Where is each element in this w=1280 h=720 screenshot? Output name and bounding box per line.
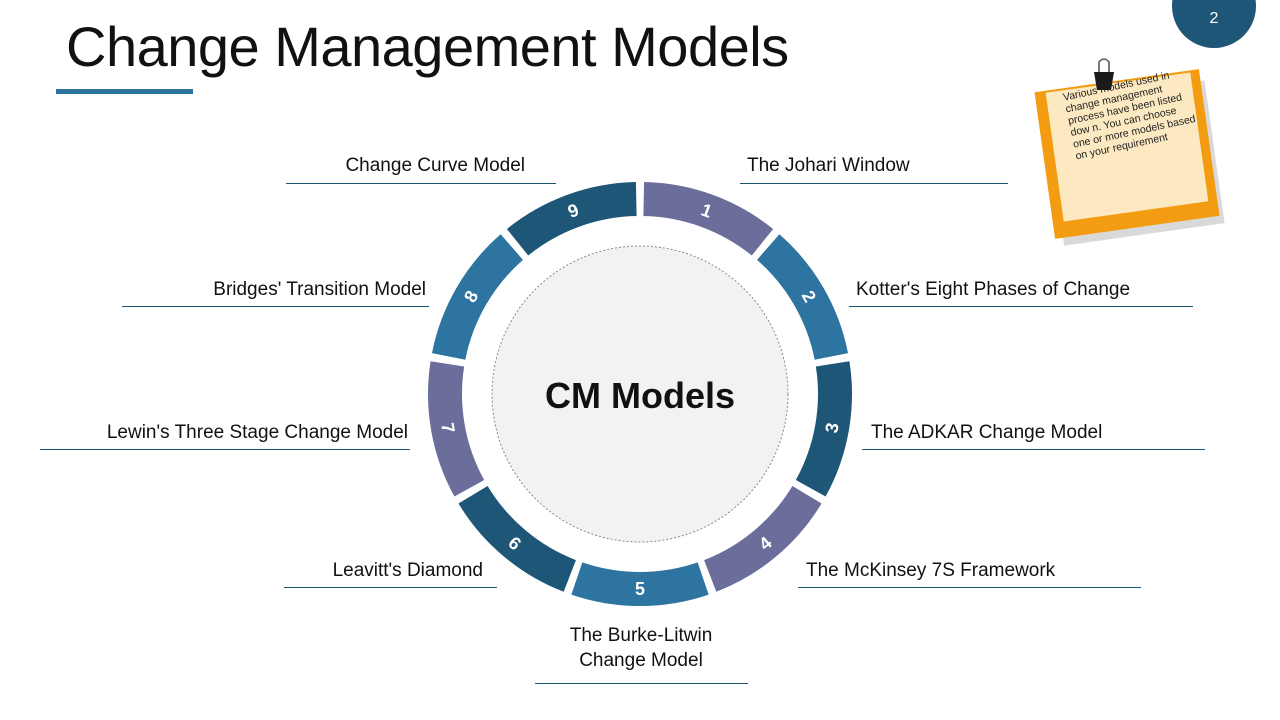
label-segment-8: Bridges' Transition Model	[213, 279, 426, 300]
rule-segment-6	[284, 587, 497, 588]
ring-segment-3	[795, 361, 852, 497]
ring-segment-7	[428, 361, 485, 497]
ring-segment-4	[704, 485, 822, 592]
binder-clip-icon	[1094, 58, 1114, 90]
label-segment-5-line1: The Burke-Litwin	[569, 625, 713, 646]
ring-segment-1	[643, 182, 774, 256]
label-segment-2: Kotter's Eight Phases of Change	[856, 279, 1131, 300]
center-circle	[491, 245, 789, 543]
ring-segment-5	[571, 562, 709, 606]
label-segment-1: The Johari Window	[747, 155, 910, 176]
label-segment-7: Lewin's Three Stage Change Model	[106, 422, 408, 443]
rule-segment-5	[535, 683, 748, 684]
rule-segment-4	[798, 587, 1141, 588]
ring-segment-2	[757, 234, 849, 360]
center-label: CM Models	[545, 375, 735, 416]
title-underline	[56, 89, 193, 94]
rule-segment-3	[862, 449, 1205, 450]
label-segment-9: Change Curve Model	[345, 155, 525, 176]
page-number: 2	[1209, 10, 1219, 27]
rule-segment-8	[122, 306, 429, 307]
label-segment-5-line2: Change Model	[579, 650, 703, 671]
rule-segment-9	[286, 183, 556, 184]
rule-segment-2	[849, 306, 1193, 307]
segment-number-5: 5	[635, 579, 645, 599]
ring-segment-6	[458, 485, 576, 592]
segment-number-7: 7	[437, 421, 458, 434]
label-segment-3: The ADKAR Change Model	[871, 422, 1103, 443]
sticky-note: Various models used in change management…	[1028, 56, 1228, 256]
ring-segment-8	[431, 234, 523, 360]
label-segment-4: The McKinsey 7S Framework	[806, 560, 1056, 581]
label-segment-6: Leavitt's Diamond	[332, 560, 483, 581]
page-title: Change Management Models	[66, 15, 789, 78]
segment-number-3: 3	[821, 421, 842, 434]
rule-segment-1	[740, 183, 1008, 184]
rule-segment-7	[40, 449, 410, 450]
ring-segment-9	[506, 182, 637, 256]
